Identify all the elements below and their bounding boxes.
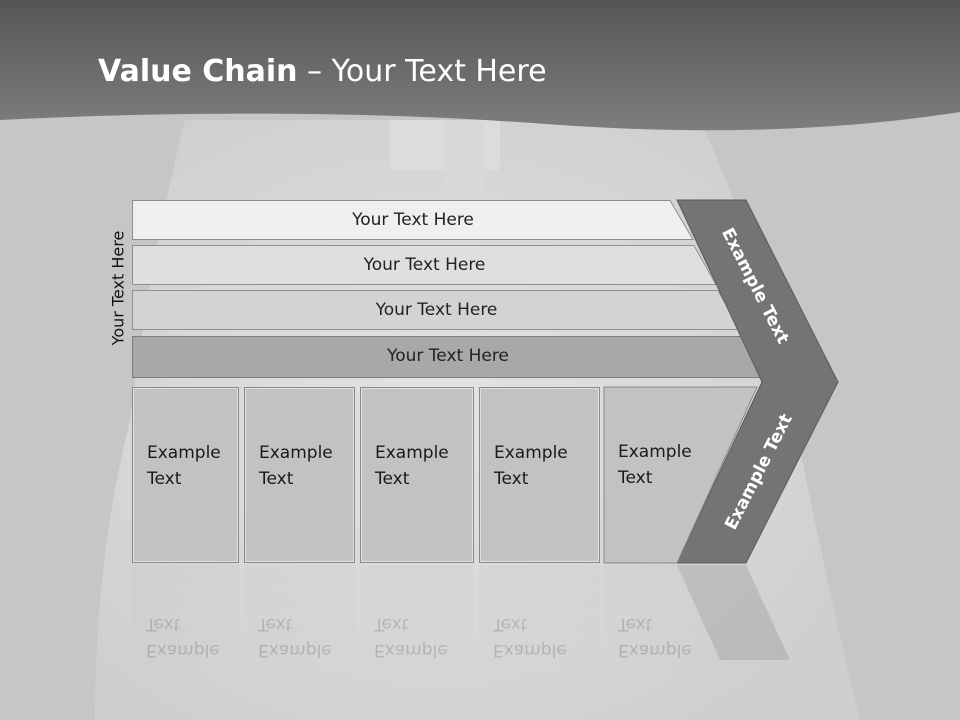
box-line-1: Example — [147, 443, 221, 463]
chevron-reflection — [677, 565, 790, 660]
support-bar-2: Your Text Here — [132, 245, 717, 285]
primary-box-3: Example Text — [360, 387, 474, 563]
primary-box-2: Example Text — [244, 387, 355, 563]
box-line-1: Example — [259, 443, 333, 463]
box-line-2: Text — [375, 469, 410, 489]
support-bar-shape — [132, 200, 694, 240]
primary-box-1: Example Text — [132, 387, 239, 563]
box-line-2: Text — [494, 469, 529, 489]
support-bar-label: Your Text Here — [375, 300, 498, 320]
primary-box-4: Example Text — [479, 387, 600, 563]
page-title: Value Chain – Your Text Here — [98, 54, 547, 89]
box-line-1: Example — [494, 443, 568, 463]
primary-box-5: Example Text — [604, 387, 692, 563]
box-line-1: Example — [618, 442, 692, 462]
support-bar-label: Your Text Here — [387, 346, 509, 366]
header-band — [0, 0, 960, 131]
box-line-1: Example — [375, 443, 449, 463]
support-bar-1: Your Text Here — [132, 200, 694, 240]
support-bar-label: Your Text Here — [352, 210, 474, 230]
box-line-2: Text — [147, 469, 182, 489]
support-bar-3: Your Text Here — [132, 290, 741, 330]
box-line-2: Text — [618, 468, 653, 488]
box-line-2: Text — [259, 469, 294, 489]
support-bar-label: Your Text Here — [363, 255, 486, 275]
